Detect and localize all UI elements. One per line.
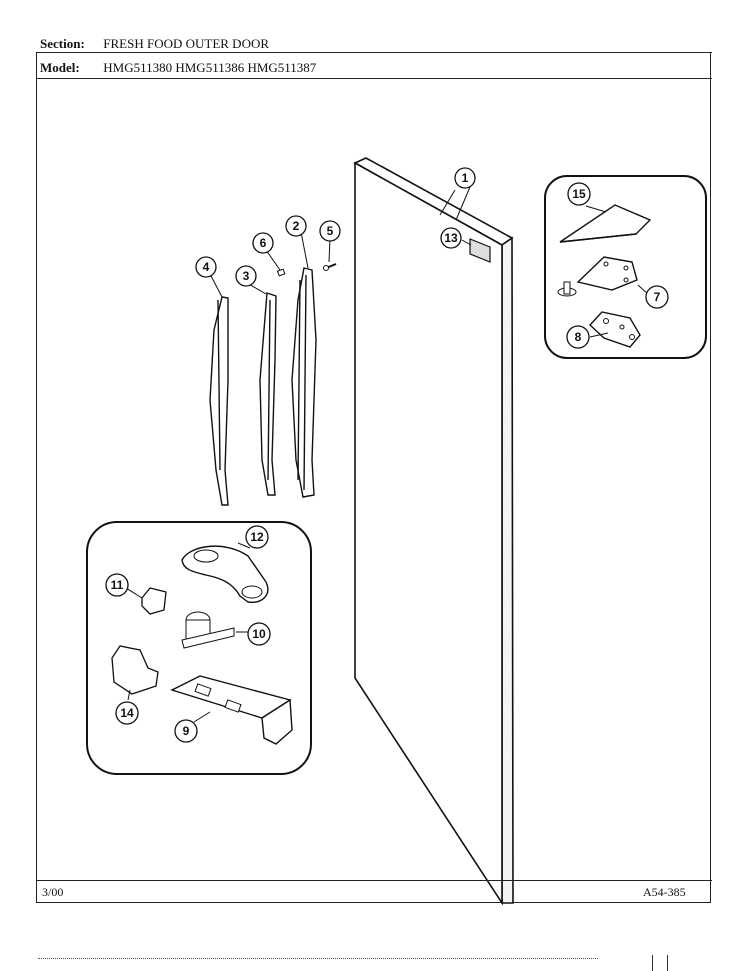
callout-11: 11 xyxy=(105,573,129,597)
callout-9: 9 xyxy=(174,719,198,743)
bottom-hinge-inset xyxy=(86,521,312,775)
svg-text:7: 7 xyxy=(654,290,661,304)
model-label: Model: xyxy=(40,60,80,75)
hinge-inset xyxy=(544,175,707,359)
revision-date: 3/00 xyxy=(42,885,64,899)
svg-text:9: 9 xyxy=(183,724,190,738)
plug xyxy=(276,268,286,277)
model-header: Model: HMG511380 HMG511386 HMG511387 xyxy=(40,60,316,76)
callout-4: 4 xyxy=(195,256,217,278)
svg-text:15: 15 xyxy=(572,187,586,201)
door-panel xyxy=(353,157,514,906)
svg-text:3: 3 xyxy=(243,269,250,283)
scan-edge-mark xyxy=(652,955,668,971)
scan-edge-line xyxy=(38,958,598,959)
svg-text:4: 4 xyxy=(203,260,210,274)
callout-7: 7 xyxy=(645,285,669,309)
svg-text:6: 6 xyxy=(260,236,267,250)
svg-text:11: 11 xyxy=(111,578,124,592)
callout-15: 15 xyxy=(567,182,591,206)
svg-text:10: 10 xyxy=(252,627,266,641)
section-header: Section: FRESH FOOD OUTER DOOR xyxy=(40,36,269,52)
callouts: 1 2 3 4 5 6 7 8 9 10 11 12 13 14 15 xyxy=(105,167,669,743)
section-label: Section: xyxy=(40,36,85,51)
diagram-frame xyxy=(36,52,711,903)
svg-text:14: 14 xyxy=(120,706,134,720)
callout-2: 2 xyxy=(285,215,307,237)
svg-text:5: 5 xyxy=(327,224,334,238)
callout-13: 13 xyxy=(440,227,462,249)
section-value: FRESH FOOD OUTER DOOR xyxy=(103,36,270,51)
callout-8: 8 xyxy=(566,325,590,349)
gasket-strips xyxy=(209,267,317,506)
callout-10: 10 xyxy=(247,622,271,646)
callout-6: 6 xyxy=(252,232,274,254)
callout-14: 14 xyxy=(115,701,139,725)
model-value: HMG511380 HMG511386 HMG511387 xyxy=(103,60,317,75)
screw xyxy=(323,263,337,271)
callout-5: 5 xyxy=(319,220,341,242)
svg-text:12: 12 xyxy=(250,530,264,544)
callout-3: 3 xyxy=(235,265,257,287)
diagram-code: A54-385 xyxy=(643,885,686,899)
footer-divider xyxy=(36,880,712,881)
svg-text:2: 2 xyxy=(293,219,300,233)
label-tab xyxy=(461,238,491,263)
model-divider xyxy=(36,78,712,79)
svg-text:1: 1 xyxy=(462,171,469,185)
svg-text:8: 8 xyxy=(575,330,582,344)
svg-text:13: 13 xyxy=(444,231,458,245)
callout-12: 12 xyxy=(245,525,269,549)
callout-1: 1 xyxy=(454,167,476,189)
